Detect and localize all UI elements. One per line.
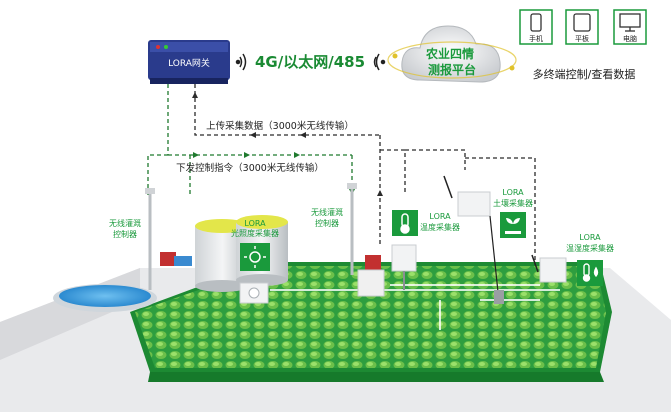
download-label: 下发控制指令（3000米无线传输） [176,162,324,174]
irrigation-right-line1: 无线灌溉 [311,207,343,217]
irrigation-left-line1: 无线灌溉 [109,218,141,228]
light-sensor-line2: 光照度采集器 [231,228,279,238]
terminal-caption: 多终端控制/查看数据 [533,67,636,81]
network-label: 4G/以太网/485 [255,53,365,71]
water-pond [53,284,157,312]
temperature-sensor-line2: 温度采集器 [420,222,460,232]
temperature-sensor-line1: LORA [429,212,451,221]
irrigation-right-line2: 控制器 [315,218,339,228]
light-sensor-line1: LORA [244,219,266,228]
humidity-sensor-line1: LORA [579,233,601,242]
terminal-label-desktop: 电脑 [623,34,637,43]
terminal-label-phone: 手机 [529,34,543,43]
cloud-title-line1: 农业四情 [425,46,474,61]
cloud-title-line2: 测报平台 [428,62,476,77]
terminal-tablet: 平板 [566,10,598,44]
irrigation-left-line2: 控制器 [113,229,137,239]
terminal-desktop: 电脑 [614,10,646,44]
lora-gateway: LORA网关 [148,40,230,84]
humidity-sensor-line2: 温湿度采集器 [566,243,614,253]
upload-label: 上传采集数据（3000米无线传输） [206,120,354,132]
gateway-label: LORA网关 [168,57,210,69]
soil-sensor-line1: LORA [502,188,524,197]
upload-arrows [192,92,383,196]
soil-sensor-line2: 土壤采集器 [493,198,533,208]
terminal-phone: 手机 [520,10,552,44]
terminal-label-tablet: 平板 [575,34,589,43]
cloud-platform: 农业四情 测报平台 [388,26,516,82]
